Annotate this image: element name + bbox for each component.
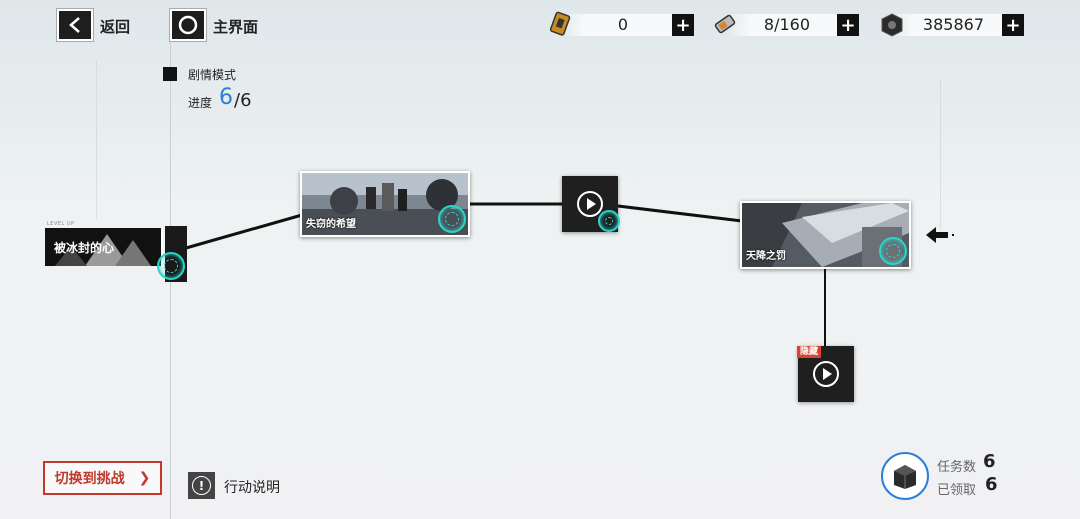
action-info-label[interactable]: 行动说明 — [224, 480, 280, 496]
coin-hex-icon — [881, 13, 903, 37]
stamina-battery-icon — [714, 14, 736, 34]
level-up-tag: LEVEL UP — [47, 221, 75, 227]
chevron-right-icon: ❯ — [138, 470, 151, 486]
reward-chest-button[interactable] — [881, 452, 929, 500]
stage-node-lost-hope[interactable]: 失窃的希望 — [300, 171, 470, 237]
switch-label: 切换到挑战 — [54, 471, 125, 487]
clear-badge-icon — [879, 237, 907, 265]
resource-value-ticket: 0 — [617, 15, 628, 34]
resource-bar — [726, 14, 846, 36]
claimed-label: 已领取 — [937, 483, 977, 498]
play-icon — [813, 361, 839, 387]
resource-value-stamina: 8/160 — [763, 15, 810, 34]
home-circle-icon — [178, 15, 198, 35]
switch-to-challenge-button[interactable]: 切换到挑战 ❯ — [43, 461, 162, 495]
task-count: 6 — [983, 451, 996, 472]
clear-badge-icon — [598, 210, 620, 232]
home-button[interactable] — [170, 9, 206, 41]
stage-node-current-side[interactable] — [157, 226, 187, 282]
stage-thumbnail — [742, 203, 909, 267]
ghost-line — [96, 60, 97, 220]
stage-thumbnail — [302, 173, 468, 235]
home-label[interactable]: 主界面 — [213, 18, 259, 36]
play-icon — [577, 191, 603, 217]
clear-badge-icon — [438, 205, 466, 233]
clear-badge-icon — [157, 252, 185, 280]
chevron-left-icon — [69, 17, 80, 33]
resource-value-coin: 385867 — [922, 15, 984, 34]
action-info-button[interactable]: ! — [188, 472, 215, 499]
resource-bar — [888, 14, 1012, 36]
arrow-left-icon — [926, 227, 954, 243]
stage-decoration — [55, 234, 151, 266]
claimed-count: 6 — [985, 474, 998, 495]
stage-node-heaven-punish[interactable]: 天降之罚 — [740, 201, 911, 269]
chest-icon — [894, 465, 916, 489]
add-stamina-button[interactable]: + — [837, 14, 859, 36]
mode-marker — [163, 67, 177, 81]
stage-title-current[interactable]: 被冰封的心 — [54, 241, 115, 255]
task-count-label: 任务数 — [937, 460, 977, 475]
back-button[interactable] — [57, 9, 93, 41]
ghost-line — [940, 80, 941, 230]
hidden-tag: 隐藏 — [797, 346, 822, 358]
info-icon: ! — [192, 476, 211, 495]
mode-label: 剧情模式 — [188, 68, 237, 82]
progress-current: 6 — [219, 85, 233, 110]
story-play-node[interactable] — [562, 176, 620, 232]
add-ticket-button[interactable]: + — [672, 14, 694, 36]
back-label[interactable]: 返回 — [100, 18, 131, 36]
resource-bar — [560, 14, 680, 36]
add-coin-button[interactable]: + — [1002, 14, 1024, 36]
progress-label: 进度 — [188, 96, 213, 110]
stage-title-lost-hope: 失窃的希望 — [306, 219, 356, 230]
gold-ticket-icon — [549, 11, 571, 36]
progress-total: /6 — [234, 90, 252, 111]
stage-node-current[interactable] — [45, 228, 163, 266]
stage-title-heaven-punish: 天降之罚 — [746, 251, 786, 262]
